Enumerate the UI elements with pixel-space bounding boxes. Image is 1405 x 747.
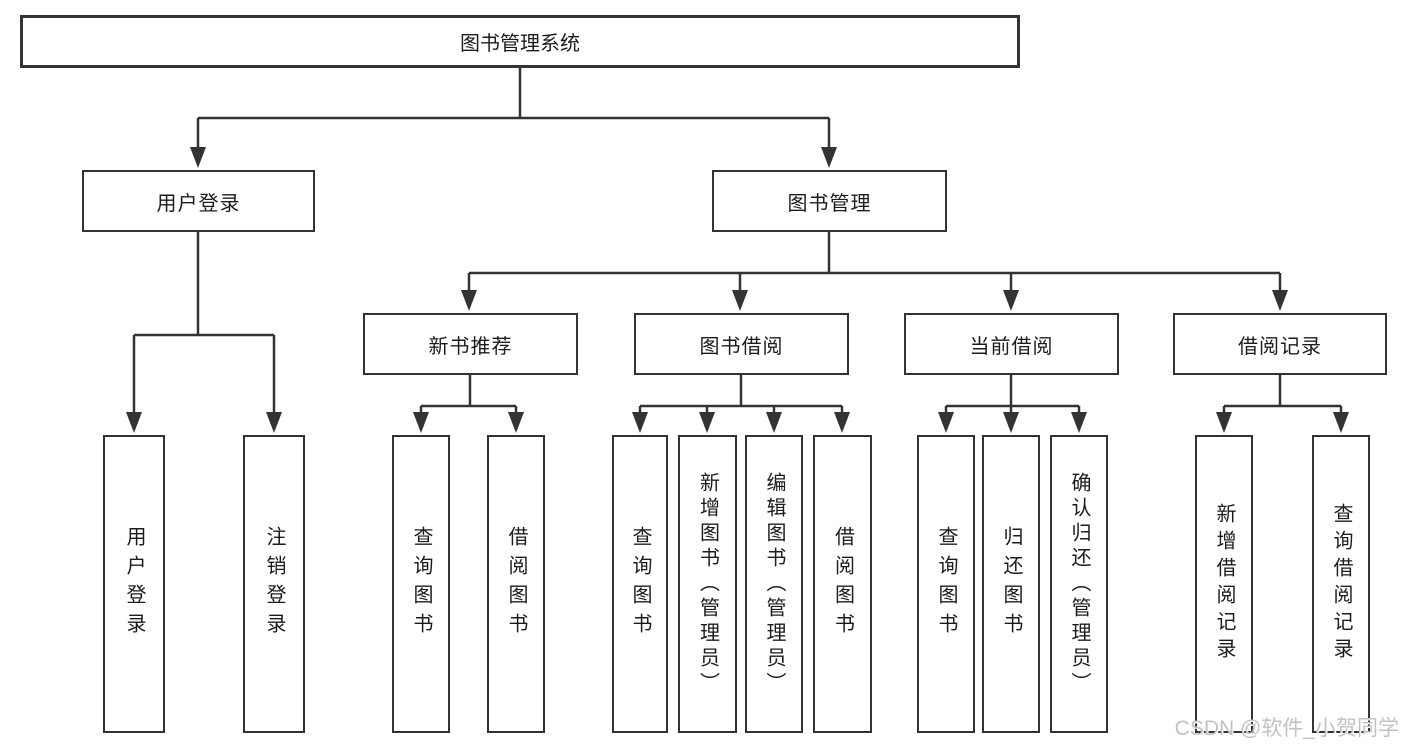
node-borrowing-records: 借阅记录 <box>1173 313 1387 375</box>
leaf-borrow-books: 借阅图书 <box>813 435 872 733</box>
node-label: 查询借阅记录 <box>1330 503 1352 665</box>
node-label: 归还图书 <box>1000 526 1022 642</box>
node-label: 借阅图书 <box>831 526 854 642</box>
node-label: 编辑图书（管理员） <box>763 471 785 697</box>
leaf-query-books: 查询图书 <box>392 435 450 733</box>
node-label: 图书管理 <box>787 192 872 215</box>
leaf-borrow-books: 借阅图书 <box>487 435 545 733</box>
node-label: 注销登录 <box>263 526 285 642</box>
leaf-query-books: 查询图书 <box>917 435 975 733</box>
leaf-add-books-admin: 新增图书（管理员） <box>678 435 737 733</box>
node-label: 用户登录 <box>156 192 241 215</box>
node-label: 确认归还（管理员） <box>1068 471 1090 697</box>
node-label: 查询图书 <box>410 526 432 642</box>
node-label: 图书借阅 <box>699 335 784 358</box>
node-label: 借阅图书 <box>505 526 527 642</box>
node-label: 查询图书 <box>935 526 957 642</box>
node-label: 查询图书 <box>629 526 651 642</box>
node-label: 新书推荐 <box>428 335 513 358</box>
leaf-return-books: 归还图书 <box>982 435 1040 733</box>
leaf-confirm-return-admin: 确认归还（管理员） <box>1050 435 1108 733</box>
node-label: 新增借阅记录 <box>1213 503 1235 665</box>
node-new-book-recommendation: 新书推荐 <box>363 313 578 375</box>
leaf-query-borrow-record: 查询借阅记录 <box>1312 435 1370 733</box>
leaf-logout: 注销登录 <box>243 435 305 733</box>
node-label: 图书管理系统 <box>460 33 580 55</box>
node-library-management-system: 图书管理系统 <box>20 15 1020 68</box>
node-label: 当前借阅 <box>969 335 1054 358</box>
node-current-borrowing: 当前借阅 <box>904 313 1119 375</box>
node-label: 用户登录 <box>123 526 145 642</box>
node-label: 新增图书（管理员） <box>696 471 719 697</box>
node-user-login: 用户登录 <box>82 170 315 232</box>
leaf-query-books: 查询图书 <box>612 435 668 733</box>
node-book-borrowing: 图书借阅 <box>634 313 849 375</box>
leaf-add-borrow-record: 新增借阅记录 <box>1195 435 1253 733</box>
leaf-user-login: 用户登录 <box>103 435 165 733</box>
node-label: 借阅记录 <box>1238 335 1322 358</box>
csdn-watermark: CSDN @软件_小贺同学 <box>1174 717 1399 740</box>
leaf-edit-books-admin: 编辑图书（管理员） <box>745 435 803 733</box>
node-book-management: 图书管理 <box>712 170 947 232</box>
